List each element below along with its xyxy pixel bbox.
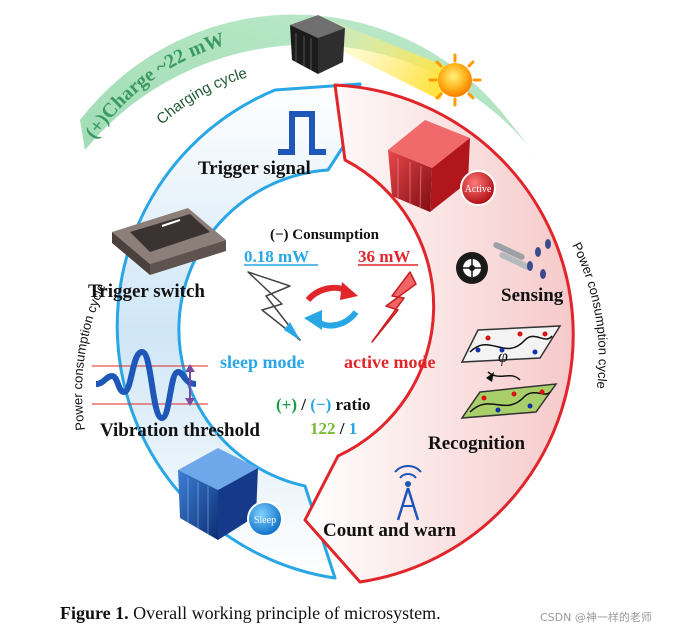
recognition-label: Recognition — [428, 433, 526, 454]
vibration-wave-icon — [92, 348, 208, 422]
to-sleep-arrowhead — [304, 310, 322, 330]
sleep-power-value: 0.18 mW — [244, 247, 310, 266]
trigger-signal-label: Trigger signal — [198, 158, 311, 179]
figure-caption-text: Overall working principle of microsystem… — [128, 603, 441, 623]
ratio-line: (+) / (−) ratio — [276, 395, 370, 415]
ratio-minus: (−) — [310, 395, 332, 414]
sleep-cube-icon — [178, 448, 258, 540]
active-lightning-icon — [371, 271, 417, 343]
figure-caption: Figure 1. Overall working principle of m… — [60, 603, 441, 624]
to-active-arrowhead — [340, 282, 358, 300]
sun-beam — [330, 20, 455, 100]
sleep-lightning-tip — [284, 322, 300, 340]
active-power-value: 36 mW — [358, 247, 411, 266]
svg-text:Sleep: Sleep — [254, 515, 276, 526]
ratio-right-value: 1 — [348, 419, 358, 438]
trigger-switch-label: Trigger switch — [88, 281, 205, 302]
active-cube-icon — [388, 120, 470, 212]
solar-cube-icon — [290, 15, 345, 74]
footprints-icon — [527, 239, 551, 279]
sun-icon — [428, 53, 482, 107]
phi-symbol: φ — [498, 346, 508, 366]
sleep-mode-label: sleep mode — [220, 352, 305, 372]
active-badge: Active — [460, 170, 496, 206]
consumption-title: (−) Consumption — [270, 227, 379, 243]
antenna-icon — [394, 465, 422, 521]
ratio-value-line: 122 / 1 — [310, 419, 357, 439]
crutches-icon — [493, 242, 531, 270]
active-mode-label: active mode — [344, 352, 436, 372]
ratio-slash: / — [301, 395, 306, 414]
sensing-label: Sensing — [501, 285, 564, 306]
svg-text:Active: Active — [465, 184, 492, 195]
ratio-slash-2: / — [339, 419, 345, 438]
sleep-badge: Sleep — [247, 501, 283, 537]
ratio-left-value: 122 — [310, 419, 336, 438]
trigger-switch-icon — [112, 208, 226, 275]
vibration-threshold-label: Vibration threshold — [100, 420, 260, 441]
ratio-word: ratio — [335, 395, 371, 414]
right-power-cycle-label: Power consumption cycle — [569, 240, 610, 390]
recognition-planes-icon — [460, 325, 562, 419]
active-cycle-ring — [303, 83, 575, 584]
charging-band — [80, 14, 540, 160]
count-warn-label: Count and warn — [323, 520, 457, 541]
trigger-signal-icon — [278, 111, 326, 155]
left-power-cycle-label: Power consumption cycle — [70, 281, 108, 432]
watermark: CSDN @神一样的老师 — [540, 611, 652, 624]
figure-caption-label: Figure 1. — [60, 603, 129, 623]
wheel-icon — [456, 252, 488, 284]
ratio-plus: (+) — [276, 395, 298, 414]
